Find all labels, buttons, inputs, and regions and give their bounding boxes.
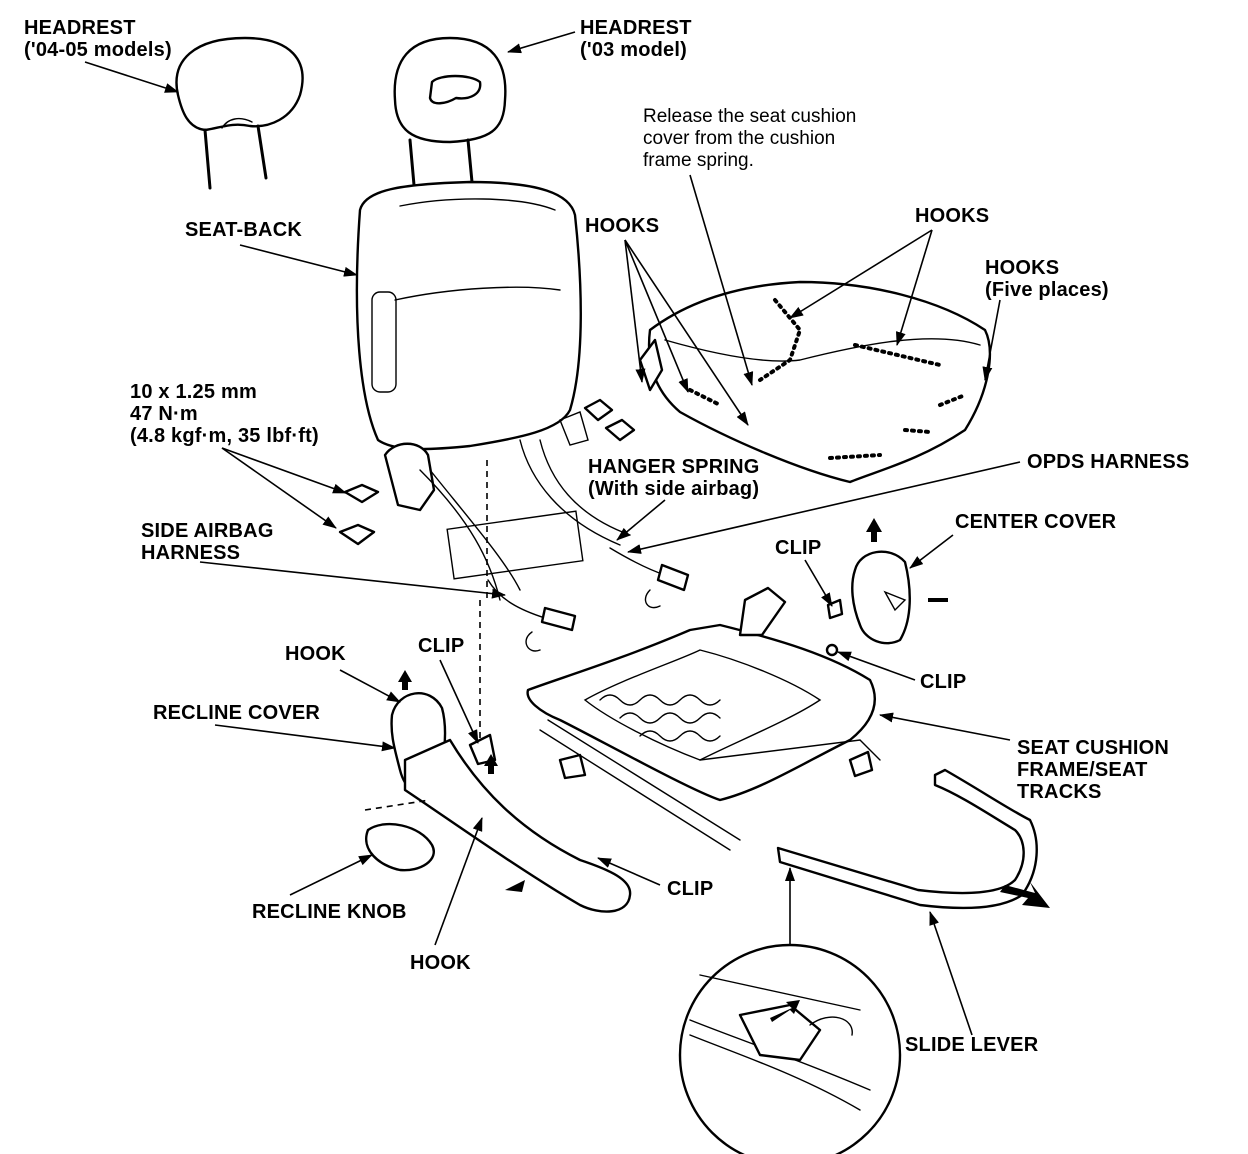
release-note-line1: Release the seat cushion <box>643 106 857 127</box>
headrest-03-label: HEADREST <box>580 17 692 39</box>
bolt-spec-torque-alt: (4.8 kgf·m, 35 lbf·ft) <box>130 425 319 447</box>
hook-upper-label: HOOK <box>285 643 346 665</box>
seat-cushion-frame-label1: SEAT CUSHION <box>1017 737 1170 759</box>
seat-back-bolts-right <box>559 398 636 446</box>
slide-lever-detail-circle <box>678 943 902 1154</box>
hooks-mid-label: HOOKS <box>915 205 990 227</box>
harness-wiring <box>487 547 690 652</box>
hanger-spring-sublabel: (With side airbag) <box>588 478 760 500</box>
center-cover-label: CENTER COVER <box>955 511 1117 533</box>
slide-lever-part <box>776 768 1038 910</box>
slide-lever-label: SLIDE LEVER <box>905 1034 1039 1056</box>
clip-top-label: CLIP <box>775 537 822 559</box>
seat-back-part <box>355 180 631 601</box>
headrest-03-sublabel: ('03 model) <box>580 39 687 61</box>
hooks-right-label: HOOKS <box>985 257 1060 279</box>
recline-knob-part <box>365 822 435 872</box>
clip-right-label: CLIP <box>920 671 967 693</box>
release-note-line2: cover from the cushion <box>643 128 836 149</box>
recline-cover-label: RECLINE COVER <box>153 702 321 724</box>
clip-mid-label: CLIP <box>418 635 465 657</box>
recline-knob-label: RECLINE KNOB <box>252 901 407 923</box>
seat-cushion-frame-label2: FRAME/SEAT <box>1017 759 1148 781</box>
bolt-spec-size: 10 x 1.25 mm <box>130 381 257 403</box>
seat-back-label: SEAT-BACK <box>185 219 302 241</box>
clip-bottom-label: CLIP <box>667 878 714 900</box>
opds-harness-label: OPDS HARNESS <box>1027 451 1190 473</box>
headrest-03-part <box>393 36 507 187</box>
release-note-line3: frame spring. <box>643 150 754 171</box>
bolt-spec-torque: 47 N·m <box>130 403 198 425</box>
hook-lower-label: HOOK <box>410 952 471 974</box>
recline-cover-part <box>390 692 632 913</box>
mounting-bolts-left <box>338 483 380 546</box>
headrest-0405-sublabel: ('04-05 models) <box>24 39 172 61</box>
hooks-left-label: HOOKS <box>585 215 660 237</box>
side-airbag-sublabel: HARNESS <box>141 542 241 564</box>
center-cover-part <box>825 550 911 657</box>
leader-lines <box>84 31 1021 1036</box>
headrest-0405-part <box>175 36 304 190</box>
hooks-right-sublabel: (Five places) <box>985 279 1109 301</box>
headrest-0405-label: HEADREST <box>24 17 136 39</box>
seat-cushion-cover-part <box>638 280 991 484</box>
direction-arrows <box>398 518 1050 1022</box>
seat-cushion-frame-part <box>526 586 881 851</box>
side-airbag-label: SIDE AIRBAG <box>141 520 274 542</box>
hanger-spring-label: HANGER SPRING <box>588 456 760 478</box>
seat-cushion-frame-label3: TRACKS <box>1017 781 1102 803</box>
